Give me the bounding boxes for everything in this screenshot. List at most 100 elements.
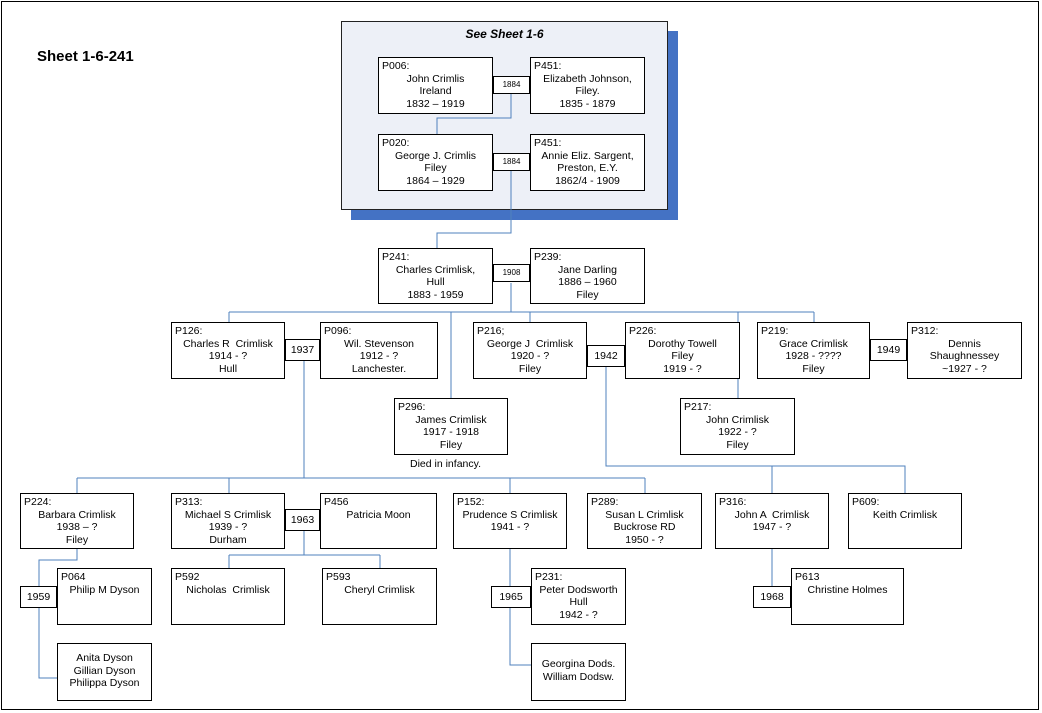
person-line: Filey (671, 350, 694, 363)
person-line: Charles R Crimlisk (183, 337, 273, 350)
marriage-year-1963: 1963 (285, 509, 320, 531)
person-line: Nicholas Crimlisk (186, 583, 270, 596)
person-line: ~1927 - ? (942, 362, 987, 375)
person-line: 1864 – 1929 (406, 174, 465, 187)
person-line: Keith Crimlisk (872, 508, 938, 521)
marriage-year-1968: 1968 (753, 586, 791, 608)
person-id: P216; (477, 325, 505, 337)
see-sheet-label: See Sheet 1-6 (465, 27, 544, 41)
person-line: Gillian Dyson (73, 664, 136, 677)
person-id: P451: (534, 137, 562, 149)
person-line: Shaughnessey (929, 350, 1000, 363)
person-id: P316: (719, 496, 747, 508)
person-line: Dennis (948, 337, 981, 350)
person-id: P592 (175, 571, 200, 583)
person-line: Filey (576, 288, 599, 301)
person-line: 1947 - ? (752, 521, 792, 534)
connector-line (436, 93, 512, 134)
person-line: John Crimlisk (705, 413, 769, 426)
person-line: Filey (518, 362, 542, 375)
person-line: 1832 – 1919 (406, 97, 465, 110)
infancy-note: Died in infancy. (410, 458, 482, 470)
person-id: P006: (382, 60, 410, 72)
person-line: 1912 - ? (359, 350, 399, 363)
person-line: Annie Eliz. Sargent, (541, 149, 634, 162)
person-id: P313: (175, 496, 203, 508)
person-line: George J. Crimlis (394, 149, 477, 162)
person-id: P289: (591, 496, 619, 508)
person-id: P239: (534, 251, 562, 263)
person-id: P217: (684, 401, 712, 413)
person-id: P296: (398, 401, 426, 413)
person-line: Hull (218, 362, 238, 375)
person-box-p451-elizabeth[interactable]: P451:Elizabeth Johnson,Filey.1835 - 1879 (530, 57, 645, 114)
person-id: P096: (324, 325, 352, 337)
person-line: Elizabeth Johnson, (543, 72, 632, 85)
person-line: 1941 - ? (490, 521, 530, 534)
person-line: Barbara Crimlisk (38, 508, 116, 521)
person-id: P451: (534, 60, 562, 72)
person-line: George J Crimlisk (486, 337, 574, 350)
person-id: P152: (457, 496, 485, 508)
person-line: Georgina Dods. (541, 658, 616, 670)
person-line: Philip M Dyson (69, 583, 140, 596)
person-line: William Dodsw. (542, 670, 615, 683)
marriage-year-1884-b: 1884 (493, 153, 530, 171)
person-line: 1886 – 1960 (558, 276, 617, 289)
person-line: Anita Dyson (76, 652, 133, 664)
person-line: 1914 - ? (208, 350, 248, 363)
person-line: Wil. Stevenson (343, 337, 415, 350)
person-id: P613 (795, 571, 820, 583)
marriage-year-1942: 1942 (587, 345, 625, 367)
person-line: 1922 - ? (718, 426, 757, 439)
person-id: P231: (535, 571, 563, 583)
person-id: P593 (326, 571, 351, 583)
marriage-year-1908: 1908 (493, 264, 530, 282)
person-line: Preston, E.Y. (557, 162, 618, 175)
person-line: John Crimlis (406, 72, 465, 85)
person-line: John A Crimlisk (734, 508, 810, 521)
person-box-p609[interactable]: P609:Keith Crimlisk (848, 493, 962, 549)
person-line: Filey (65, 533, 89, 546)
dodsworth-children-box[interactable]: Georgina Dods.William Dodsw. (531, 643, 626, 701)
person-id: P219: (761, 325, 789, 337)
person-line: Charles Crimlisk, (395, 263, 476, 276)
marriage-year-1965: 1965 (491, 586, 531, 608)
person-box-p451-annie[interactable]: P451:Annie Eliz. Sargent,Preston, E.Y.18… (530, 134, 645, 191)
person-line: 1920 - ? (510, 350, 550, 363)
person-id: P312: (911, 325, 939, 337)
person-line: 1939 - ? (208, 521, 248, 534)
person-line: Filey (439, 438, 463, 451)
person-id: P609: (852, 496, 880, 508)
person-id: P020: (382, 137, 410, 149)
person-line: Buckrose RD (613, 521, 676, 534)
person-line: 1883 - 1959 (407, 288, 464, 301)
person-id: P126: (175, 325, 203, 337)
person-id: P456 (324, 496, 349, 508)
